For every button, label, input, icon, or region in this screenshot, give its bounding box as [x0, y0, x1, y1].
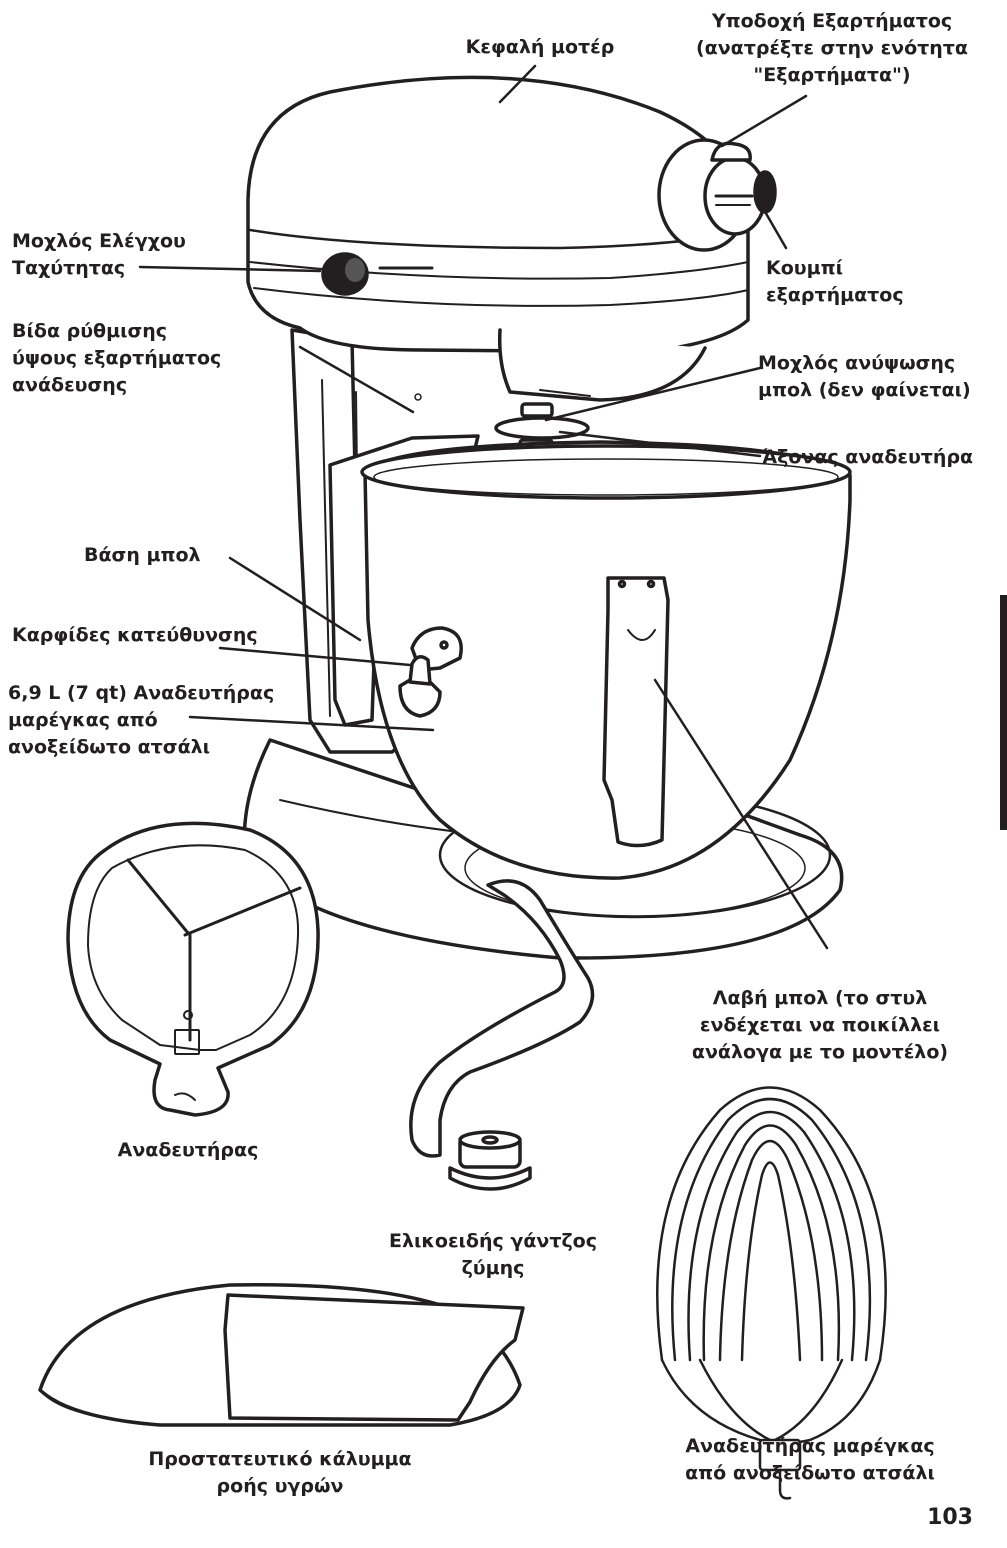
label-locating-pins: Καρφίδες κατεύθυνσης [12, 624, 258, 646]
leader-bowl-handle [653, 678, 829, 950]
leader-motor-head [498, 64, 537, 104]
label-bowl-handle: Λαβή μπολ (το στυλ ενδέχεται να ποικίλλε… [691, 987, 949, 1063]
attachment-hub [657, 138, 767, 252]
label-beater-height-screw: Βίδα ρύθμισης ύψους εξαρτήματος ανάδευση… [12, 320, 222, 396]
label-beater-shaft: Άξονας αναδευτήρα [762, 446, 974, 468]
bowl-handle [602, 576, 670, 848]
label-wire-whip: Αναδευτήρας μαρέγκας από ανοξείδωτο ατσά… [685, 1435, 935, 1484]
label-bowl: 6,9 L (7 qt) Αναδευτήρας μαρέγκας από αν… [8, 682, 275, 758]
label-flat-beater: Αναδευτήρας [117, 1139, 259, 1161]
leader-beater-shaft [558, 430, 762, 458]
wire-whip [656, 1086, 887, 1500]
leader-bowl [188, 715, 435, 732]
label-pouring-shield: Προστατευτικό κάλυμμα ροής υγρών [148, 1448, 412, 1497]
label-motor-head: Κεφαλή μοτέρ [465, 36, 615, 58]
section-tab [1000, 595, 1007, 830]
leader-height-screw [298, 345, 415, 414]
label-bowl-lift-lever: Μοχλός ανύψωσης μπολ (δεν φαίνεται) [758, 352, 971, 401]
label-bowl-support: Βάση μπολ [84, 544, 201, 566]
leader-speed-control [138, 265, 322, 273]
label-attachment-knob: Κουμπί εξαρτήματος [766, 257, 904, 306]
pouring-shield [38, 1282, 525, 1427]
locating-pins [398, 626, 463, 718]
speed-control-lever [321, 252, 369, 296]
page-number: 103 [927, 1505, 973, 1530]
leader-bowl-support [228, 556, 362, 642]
attachment-knob [753, 170, 777, 214]
leader-attachment-hub [720, 94, 808, 148]
leader-locating-pins [218, 646, 412, 667]
flat-beater [66, 821, 320, 1117]
leader-lines [138, 64, 829, 950]
leader-attachment-knob [762, 208, 788, 250]
label-dough-hook: Ελικοειδής γάντζος ζύμης [389, 1230, 597, 1279]
leader-bowl-lift [544, 366, 762, 422]
label-speed-control: Μοχλός Ελέγχου Ταχύτητας [12, 230, 186, 279]
label-attachment-hub: Υποδοχή Εξαρτήματος (ανατρέξτε στην ενότ… [696, 10, 968, 86]
dough-hook [409, 879, 595, 1191]
